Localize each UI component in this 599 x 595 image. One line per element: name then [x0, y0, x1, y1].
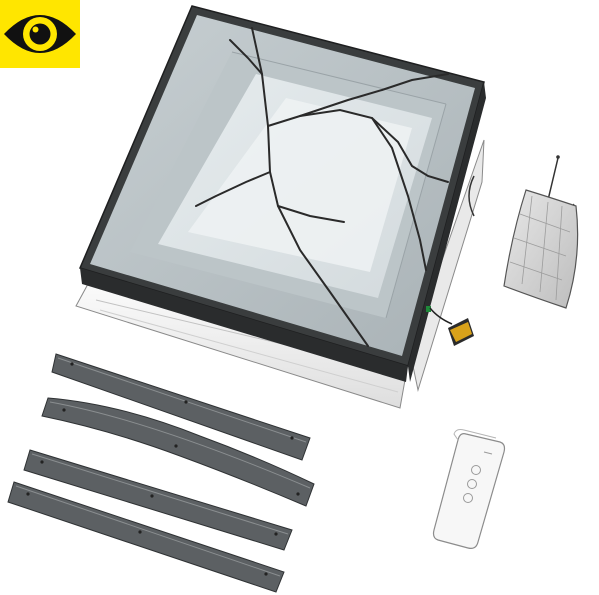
remote-control [434, 430, 505, 549]
trim-strips [8, 354, 314, 592]
cushion-bag [504, 155, 578, 308]
